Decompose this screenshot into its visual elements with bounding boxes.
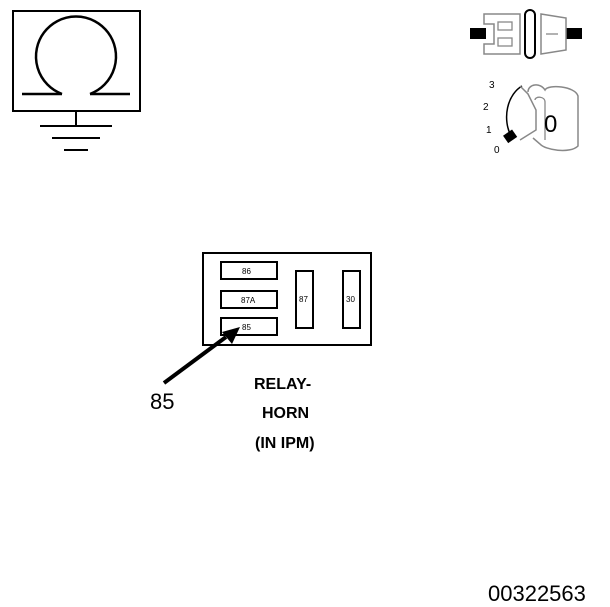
svg-text:30: 30 [346, 295, 355, 304]
svg-text:85: 85 [242, 323, 251, 332]
disconnected-connector-icon [470, 9, 582, 59]
relay-box: 86 87A 85 87 30 [202, 252, 372, 346]
relay-title-line2: HORN [262, 405, 309, 422]
ignition-position-3: 3 [489, 80, 495, 91]
pin-87: 87 [295, 270, 314, 329]
ohmmeter-icon [12, 10, 141, 151]
relay-title-line3: (IN IPM) [255, 435, 315, 452]
ignition-position-0: 0 [494, 145, 500, 156]
svg-text:87: 87 [299, 295, 308, 304]
figure-id: 00322563 [488, 581, 586, 606]
pin-87a: 87A [220, 290, 278, 309]
callout-label: 85 [150, 389, 174, 414]
pin-85: 85 [220, 317, 278, 336]
svg-text:87A: 87A [241, 296, 256, 305]
ignition-position-1: 1 [486, 125, 492, 136]
pin-30: 30 [342, 270, 361, 329]
key-position-glyph: 0 [544, 111, 557, 138]
ignition-position-2: 2 [483, 102, 489, 113]
svg-text:86: 86 [242, 267, 251, 276]
callout-arrow [162, 327, 240, 385]
pin-86: 86 [220, 261, 278, 280]
relay-title-line1: RELAY- [254, 376, 311, 393]
ignition-switch-icon: 3 2 1 0 0 [483, 80, 579, 156]
